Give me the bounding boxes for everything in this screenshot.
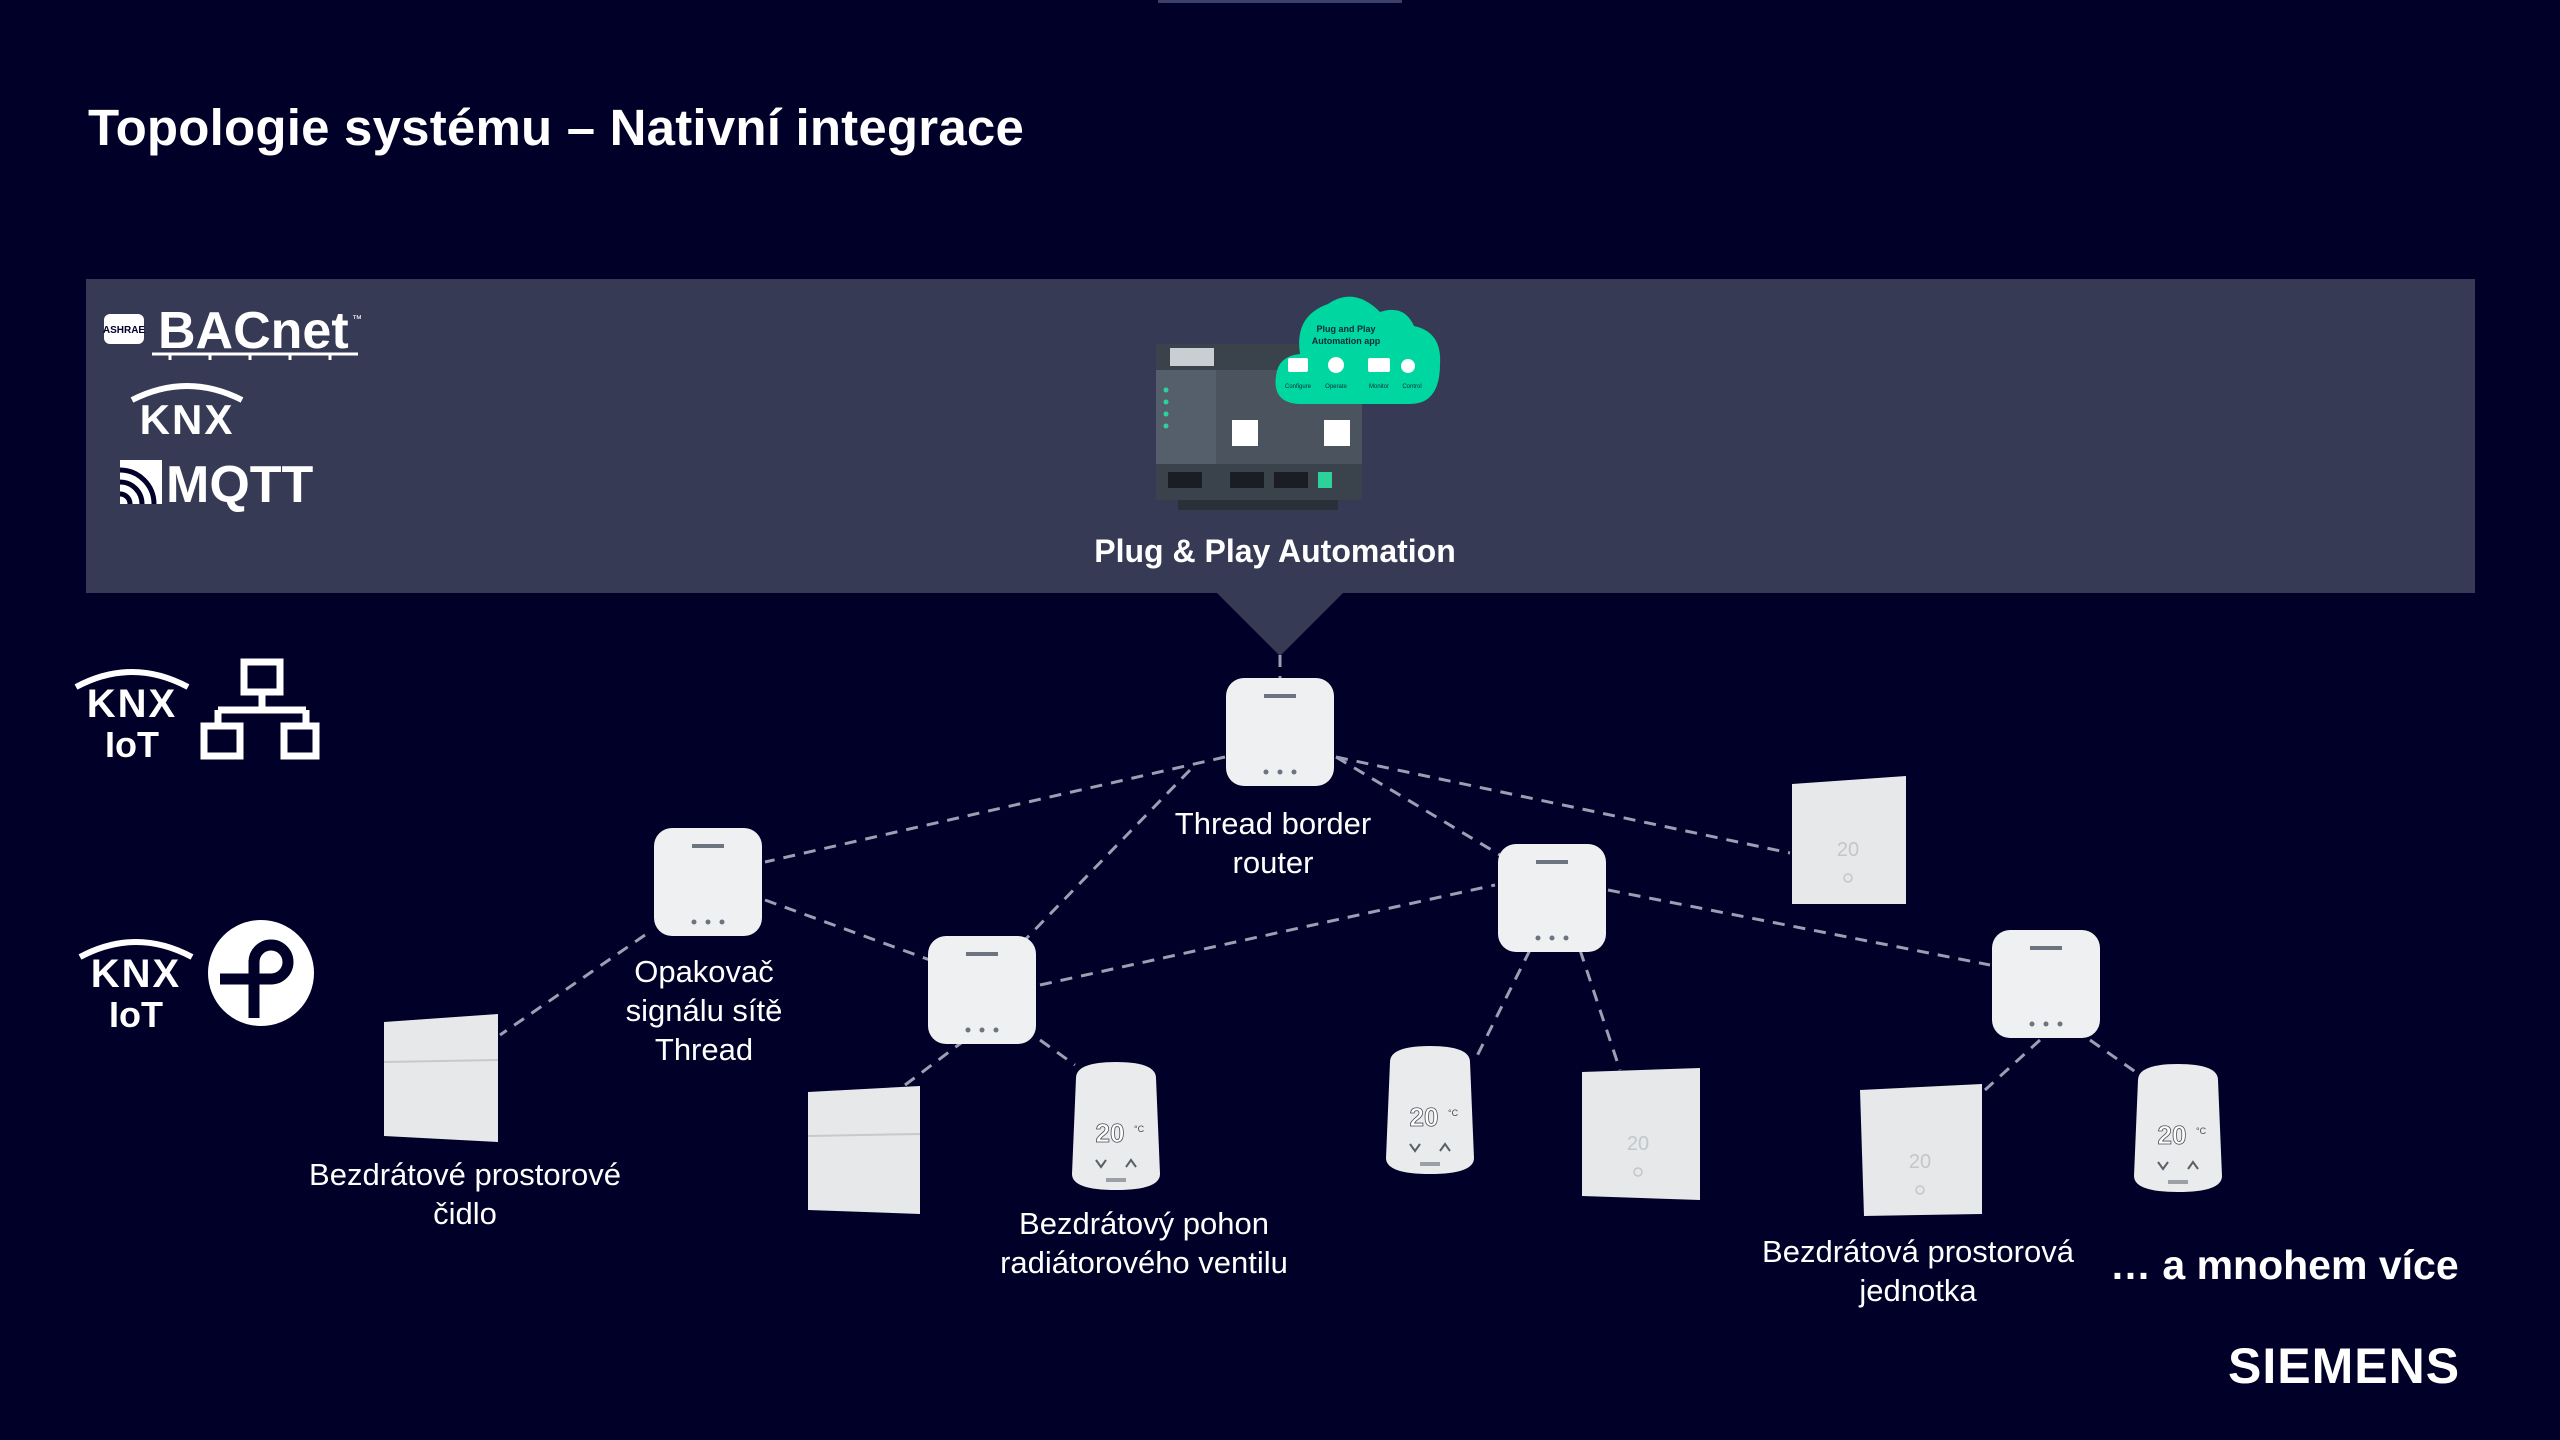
knx-iot-logo: KNX IoT [74, 925, 198, 1037]
valve-unit: °C [1134, 1124, 1145, 1134]
top-tab-indicator [1158, 0, 1402, 3]
valve-display: 20 [1410, 1102, 1439, 1132]
thread-router [1990, 928, 2102, 1040]
repeater-label: Opakovač signálu sítě Thread [626, 952, 783, 1069]
room-unit-display: 20 [1909, 1151, 1931, 1173]
knx-iot-line2: IoT [109, 994, 163, 1035]
room-unit: 20 [1860, 1084, 1982, 1216]
app-title-line1: Plug and Play [1316, 324, 1375, 334]
app-title-line2: Automation app [1312, 336, 1381, 346]
controller-label: Plug & Play Automation [1094, 533, 1456, 569]
border-router-label-line2: router [1232, 845, 1314, 880]
bacnet-logo: ASHRAE BACnet ™ [100, 302, 370, 364]
thread-router [1496, 842, 1608, 954]
app-action-control: Control [1402, 384, 1421, 390]
room-unit-display: 20 [1837, 839, 1859, 861]
app-action-monitor: Monitor [1369, 384, 1389, 390]
room-unit-label-line2: jednotka [1859, 1273, 1977, 1308]
room-unit-display: 20 [1627, 1133, 1649, 1155]
knx-logo: KNX [122, 378, 252, 443]
valve-actuator-label: Bezdrátový pohon radiátorového ventilu [1000, 1204, 1288, 1282]
room-sensor-label-line1: Bezdrátové prostorové [309, 1157, 621, 1192]
thread-border-router [1224, 676, 1336, 788]
mqtt-text: MQTT [166, 456, 314, 512]
repeater-label-line2: signálu sítě [625, 993, 783, 1028]
border-router-label-line1: Thread border [1174, 806, 1372, 841]
radiator-valve-actuator: 20 °C [2130, 1058, 2226, 1198]
knx-iot-logo: KNX IoT [70, 655, 194, 767]
repeater-label-line1: Opakovač [634, 954, 774, 989]
valve-actuator-label-line2: radiátorového ventilu [1000, 1245, 1288, 1280]
room-sensor-label: Bezdrátové prostorové čidlo [309, 1155, 621, 1233]
room-sensor-label-line2: čidlo [433, 1196, 497, 1231]
bacnet-badge-text: ASHRAE [103, 325, 146, 336]
room-unit-label: Bezdrátová prostorová jednotka [1762, 1232, 2074, 1310]
thread-repeater [652, 826, 764, 938]
mqtt-logo: MQTT [118, 452, 340, 514]
valve-unit: °C [2196, 1126, 2207, 1136]
thread-icon [206, 918, 316, 1028]
repeater-label-line3: Thread [654, 1032, 754, 1067]
radiator-valve-actuator: 20 °C [1068, 1056, 1164, 1196]
room-sensor [804, 1084, 926, 1216]
valve-display: 20 [2158, 1120, 2187, 1150]
more-devices-text: … a mnohem více [2110, 1242, 2459, 1288]
room-unit: 20 [1578, 1068, 1700, 1200]
app-action-operate: Operate [1325, 384, 1347, 390]
room-unit: 20 [1788, 776, 1910, 908]
siemens-logo: SIEMENS [2228, 1338, 2461, 1394]
bacnet-text: BACnet [158, 302, 349, 360]
knx-iot-line1: KNX [91, 952, 181, 996]
valve-display: 20 [1096, 1118, 1125, 1148]
radiator-valve-actuator: 20 °C [1382, 1040, 1478, 1180]
network-icon [200, 658, 320, 762]
room-unit-label-line1: Bezdrátová prostorová [1762, 1234, 2074, 1269]
knx-text: KNX [140, 396, 235, 438]
thread-router [926, 934, 1038, 1046]
automation-app-cloud: Plug and Play Automation app Configure O… [1272, 286, 1444, 412]
knx-iot-line2: IoT [105, 724, 159, 765]
slide-title: Topologie systému – Nativní integrace [88, 99, 1025, 156]
valve-actuator-label-line1: Bezdrátový pohon [1019, 1206, 1269, 1241]
panel-pointer [1215, 591, 1345, 656]
room-sensor [380, 1012, 502, 1144]
app-action-configure: Configure [1285, 384, 1312, 390]
knx-iot-line1: KNX [87, 682, 177, 726]
bacnet-tm: ™ [352, 314, 362, 325]
valve-unit: °C [1448, 1108, 1459, 1118]
border-router-label: Thread border router [1175, 804, 1371, 882]
